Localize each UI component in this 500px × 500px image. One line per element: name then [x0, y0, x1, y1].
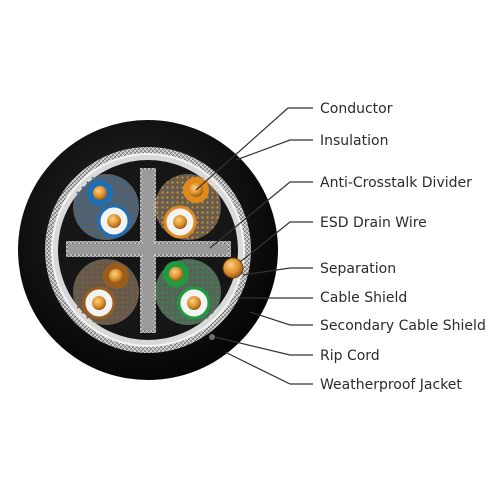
- label-cable-shield: Cable Shield: [320, 290, 408, 306]
- leader-line-secondary-cable-shield: [249, 311, 313, 326]
- rip-cord: [209, 334, 215, 340]
- leader-line-insulation: [235, 139, 313, 161]
- label-insulation: Insulation: [320, 133, 389, 149]
- leader-line-anti-crosstalk-divider: [209, 181, 313, 249]
- twisted-pair-blue: [73, 174, 139, 240]
- leader-line-separation: [242, 267, 313, 276]
- esd-drain-wire: [222, 257, 244, 279]
- leader-line-conductor: [195, 107, 313, 191]
- twisted-pair-orange: [155, 174, 221, 240]
- twisted-pair-green: [155, 259, 221, 325]
- anti-crosstalk-divider: [66, 168, 231, 333]
- leader-lines: [195, 107, 313, 385]
- label-anti-crosstalk-divider: Anti-Crosstalk Divider: [320, 175, 472, 191]
- twisted-pair-brown: [73, 259, 139, 325]
- label-weatherproof-jacket: Weatherproof Jacket: [320, 377, 462, 393]
- label-conductor: Conductor: [320, 101, 393, 117]
- leader-line-rip-cord: [214, 336, 313, 356]
- leader-line-esd-drain-wire: [239, 221, 313, 263]
- label-secondary-cable-shield: Secondary Cable Shield: [320, 318, 486, 334]
- label-esd-drain-wire: ESD Drain Wire: [320, 215, 427, 231]
- label-separation: Separation: [320, 261, 397, 277]
- leader-line-weatherproof-jacket: [224, 351, 313, 385]
- label-rip-cord: Rip Cord: [320, 348, 380, 364]
